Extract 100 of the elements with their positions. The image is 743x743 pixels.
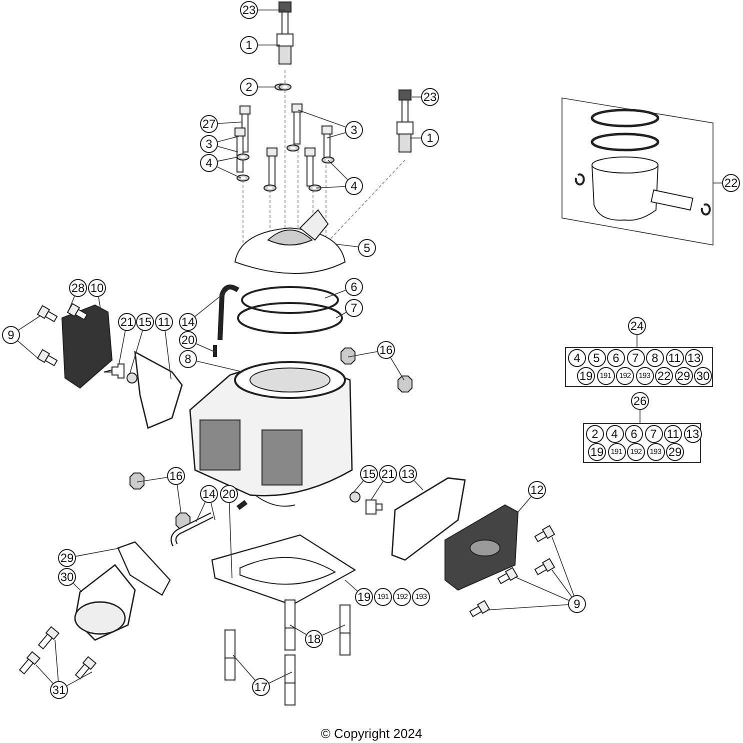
- callout-number: 16: [377, 341, 395, 359]
- leader-line: [118, 330, 126, 364]
- leader-line: [518, 496, 532, 512]
- leader-line: [326, 132, 346, 138]
- leader-line: [316, 186, 346, 188]
- kit-box: [583, 423, 701, 463]
- leader-line: [216, 166, 242, 178]
- callout-number: 8: [646, 349, 664, 367]
- callout-number: 22: [655, 367, 673, 385]
- leader-line: [414, 480, 424, 490]
- callout-number: 6: [607, 349, 625, 367]
- callout-number: 28: [69, 279, 87, 297]
- leader-line: [136, 477, 168, 482]
- callout-number: 4: [568, 349, 586, 367]
- callout-number: 23: [421, 88, 439, 106]
- leader-line: [412, 96, 422, 98]
- leader-line: [130, 330, 143, 374]
- callout-number: 15: [360, 465, 378, 483]
- callout-number: 5: [358, 239, 376, 257]
- leader-line: [552, 570, 572, 598]
- leader-line: [217, 156, 238, 162]
- callout-number: 21: [379, 465, 397, 483]
- leader-line: [218, 122, 242, 124]
- leader-line: [370, 481, 384, 500]
- callout-number: 24: [628, 317, 646, 335]
- leader-line: [17, 340, 40, 360]
- callout-number: 12: [528, 481, 546, 499]
- callout-number: 19: [355, 588, 373, 606]
- leader-line: [68, 296, 75, 312]
- callout-number: 2: [586, 425, 604, 443]
- callout-number: 9: [2, 326, 20, 344]
- callout-number: 23: [240, 1, 258, 19]
- leader-line: [75, 548, 120, 557]
- leader-line: [194, 290, 228, 317]
- callout-number: 27: [200, 115, 218, 133]
- callout-number: 29: [666, 443, 684, 461]
- leader-line: [290, 624, 307, 635]
- callout-number: 14: [179, 313, 197, 331]
- leader-line: [66, 672, 92, 686]
- callout-number: 16: [167, 467, 185, 485]
- callout-number: 2: [240, 78, 258, 96]
- callout-number: 19: [577, 367, 595, 385]
- leader-line: [514, 576, 570, 601]
- callout-number: 4: [200, 154, 218, 172]
- leader-line: [196, 360, 244, 372]
- callout-number: 20: [179, 331, 197, 349]
- leader-line: [228, 502, 232, 578]
- leader-line: [328, 160, 348, 180]
- leader-line: [486, 604, 568, 610]
- callout-number: 13: [685, 349, 703, 367]
- leader-line: [268, 672, 292, 684]
- callout-number: 9: [568, 595, 586, 613]
- callout-number: 8: [179, 350, 197, 368]
- leader-line: [210, 502, 216, 520]
- leader-line: [258, 86, 276, 88]
- callout-number: 18: [305, 630, 323, 648]
- callout-number: 11: [664, 425, 682, 443]
- callout-number: 17: [252, 678, 270, 696]
- callout-number: 4: [606, 425, 624, 443]
- callout-number: 30: [58, 568, 76, 586]
- leader-line: [336, 312, 346, 318]
- leader-line: [196, 343, 216, 352]
- leader-line: [54, 640, 59, 682]
- leader-line: [636, 334, 638, 348]
- leader-line: [344, 580, 358, 592]
- kit-frame: [562, 98, 714, 246]
- leader-line: [18, 316, 40, 330]
- leader-line: [258, 44, 280, 46]
- leader-line: [176, 484, 182, 514]
- leader-line: [390, 357, 404, 380]
- callout-number: 29: [674, 367, 692, 385]
- callout-number: 13: [399, 465, 417, 483]
- callout-number: 13: [684, 425, 702, 443]
- leader-line: [73, 583, 82, 592]
- callout-number: 10: [88, 279, 106, 297]
- callout-number: 21: [118, 313, 136, 331]
- callout-number: 6: [345, 278, 363, 296]
- callout-number: 15: [136, 313, 154, 331]
- callout-number: 4: [345, 177, 363, 195]
- leader-line: [322, 624, 346, 636]
- leader-line: [712, 182, 722, 184]
- leader-line: [36, 664, 54, 684]
- leader-line: [324, 290, 346, 298]
- leader-line: [334, 244, 358, 248]
- callout-number: 26: [631, 392, 649, 410]
- callout-number: 7: [345, 299, 363, 317]
- leader-line: [164, 330, 172, 380]
- callout-number: 29: [58, 549, 76, 567]
- callout-number: 31: [50, 681, 68, 699]
- kit-box: [565, 347, 713, 387]
- callout-number: 3: [345, 121, 363, 139]
- callout-number: 5: [588, 349, 606, 367]
- leader-line: [552, 536, 574, 596]
- callout-number: 22: [722, 174, 740, 192]
- leader-line: [298, 110, 346, 128]
- callout-number: 3: [200, 135, 218, 153]
- callout-number: 11: [155, 313, 173, 331]
- leader-line: [348, 351, 378, 358]
- callout-number: 7: [644, 425, 662, 443]
- leader-line: [217, 146, 238, 152]
